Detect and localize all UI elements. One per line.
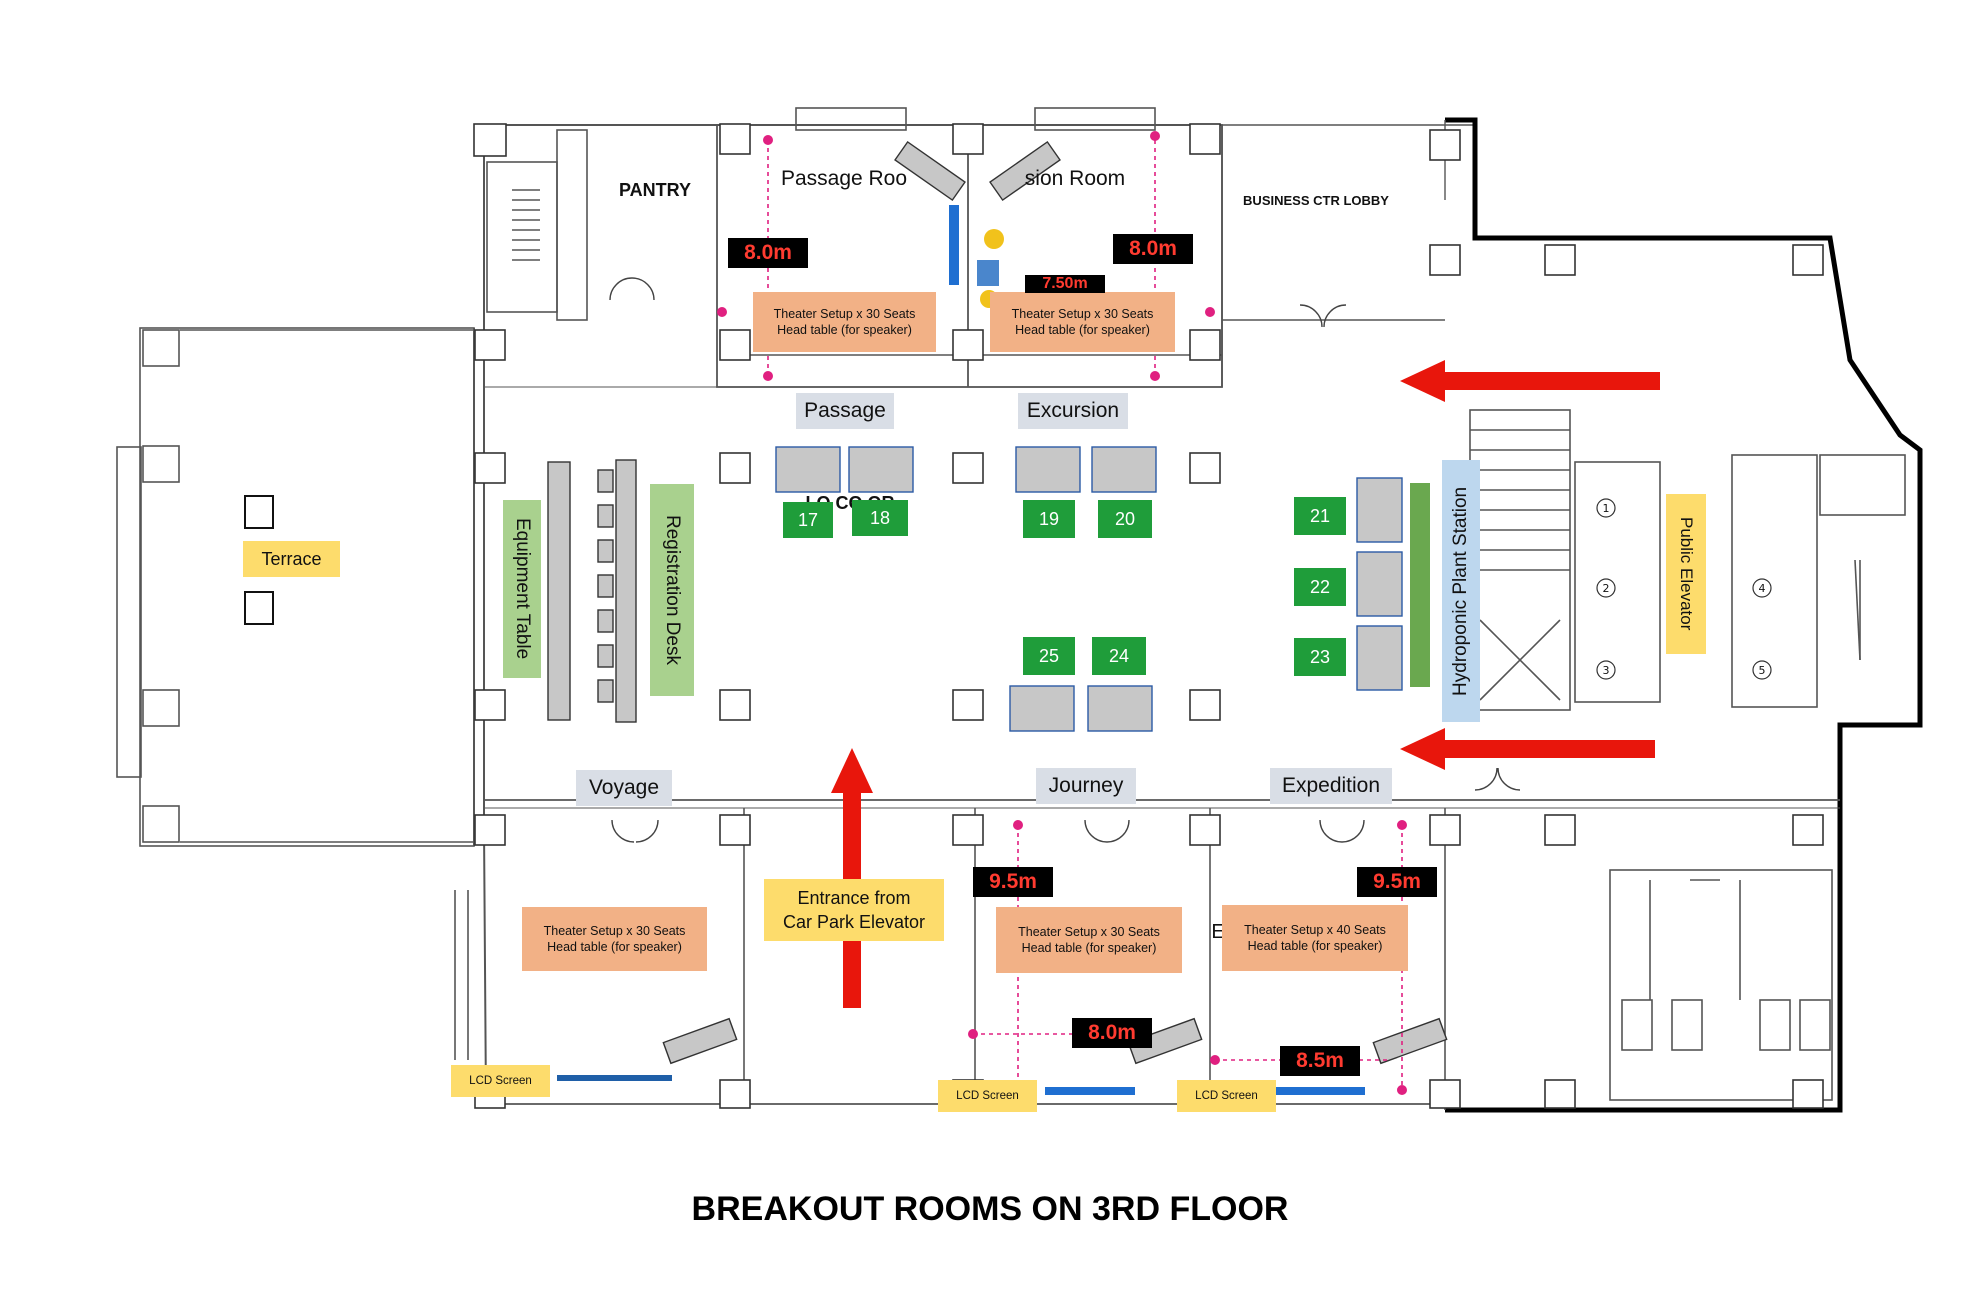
terrace-label: Terrace	[243, 541, 340, 577]
booth-25: 25	[1023, 637, 1075, 675]
booth-22: 22	[1294, 568, 1346, 606]
pantry-label: PANTRY	[619, 179, 691, 200]
elevator-1-label: 1	[1603, 502, 1610, 515]
booth-23: 23	[1294, 638, 1346, 676]
dimension-journey-bottom: 8.0m	[1072, 1018, 1152, 1048]
dimension-journey-top: 9.5m	[973, 867, 1053, 897]
booth-18: 18	[852, 500, 908, 536]
hydroponic-bar	[1410, 483, 1430, 687]
room-tag-excursion: Excursion	[1018, 393, 1128, 429]
elevator-3-label: 3	[1603, 664, 1610, 677]
passage-room-name: Passage Roo	[780, 167, 908, 190]
dimension-expedition-top: 9.5m	[1357, 867, 1437, 897]
elevator-5-label: 5	[1759, 664, 1766, 677]
dimension-passage: 8.0m	[728, 238, 808, 268]
dimension-session-hidden: 7.50m	[1025, 275, 1105, 293]
registration-desk-label: Registration Desk	[650, 484, 694, 696]
elevator-2-label: 2	[1603, 582, 1610, 595]
booth-17: 17	[783, 502, 833, 538]
direction-arrows	[831, 360, 1660, 1008]
lcd-screen-expedition: LCD Screen	[1177, 1080, 1276, 1112]
room-tag-journey: Journey	[1036, 768, 1136, 804]
dimension-session: 8.0m	[1113, 234, 1193, 264]
lobby-e-label: E	[1211, 920, 1225, 943]
business-lobby-label: BUSINESS CTR LOBBY	[1243, 192, 1389, 208]
booth-24: 24	[1092, 637, 1146, 675]
lcd-screen-journey: LCD Screen	[938, 1080, 1037, 1112]
room-tag-voyage: Voyage	[576, 770, 672, 806]
hydroponic-station-label: Hydroponic Plant Station	[1442, 460, 1480, 722]
page-title: BREAKOUT ROOMS ON 3RD FLOOR	[691, 1190, 1289, 1228]
room-tag-passage: Passage	[796, 393, 894, 429]
room-tag-expedition: Expedition	[1270, 768, 1392, 804]
lcd-screen-voyage: LCD Screen	[451, 1065, 550, 1097]
booth-20: 20	[1098, 500, 1152, 538]
public-elevator-label: Public Elevator	[1666, 494, 1706, 654]
session-room-name: sion Room	[1024, 167, 1126, 190]
booth-21: 21	[1294, 497, 1346, 535]
terrace-outline	[139, 327, 475, 847]
elevator-4-label: 4	[1759, 582, 1766, 595]
terrace-ledge	[116, 446, 142, 778]
dimension-expedition-bottom: 8.5m	[1280, 1046, 1360, 1076]
equipment-table-label: Equipment Table	[503, 500, 541, 678]
booth-19: 19	[1023, 500, 1075, 538]
